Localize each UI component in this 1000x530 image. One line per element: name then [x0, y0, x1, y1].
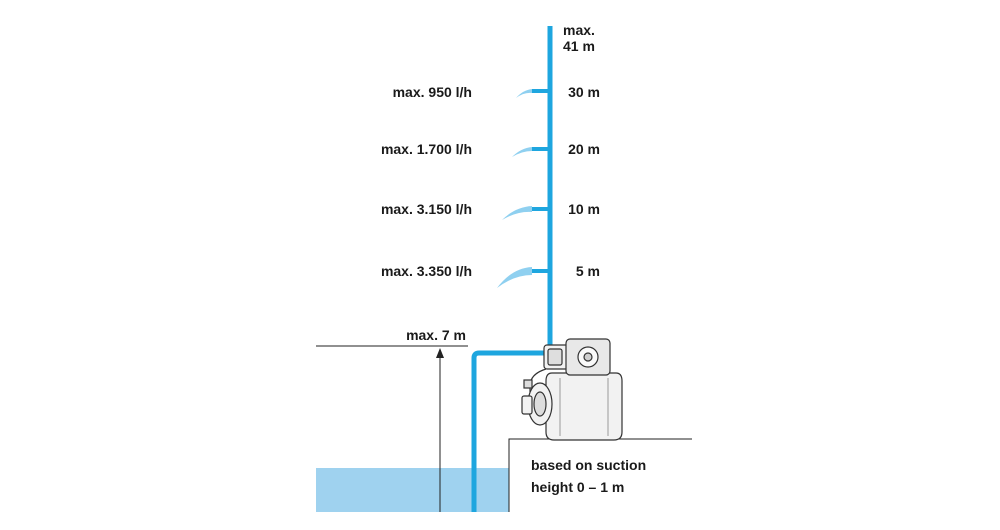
height-label-30m: 30 m — [568, 84, 600, 100]
flow-label-20m: max. 1.700 l/h — [380, 141, 472, 157]
ground-platform — [508, 438, 692, 512]
suction-height-label: max. 7 m — [406, 327, 466, 343]
pump-icon — [521, 338, 623, 441]
arrow-head-icon — [436, 348, 444, 358]
height-label-20m: 20 m — [568, 141, 600, 157]
water-pool — [316, 468, 509, 512]
note-line2: height 0 – 1 m — [531, 479, 625, 495]
flow-label-30m: max. 950 l/h — [392, 84, 472, 100]
note-line1: based on suction — [531, 457, 647, 473]
outlet-10m — [502, 206, 549, 220]
suction-pipe — [471, 350, 548, 512]
flow-label-10m: max. 3.150 l/h — [380, 201, 472, 217]
outlet-30m — [516, 89, 549, 98]
flow-label-5m: max. 3.350 l/h — [380, 263, 472, 279]
outlet-20m — [512, 147, 549, 157]
height-label-5m: 5 m — [575, 263, 600, 279]
max-height-label-line1: max. — [563, 22, 595, 38]
outlet-5m — [497, 267, 549, 288]
height-label-10m: 10 m — [568, 201, 600, 217]
max-height-label-line2: 41 m — [563, 38, 595, 54]
